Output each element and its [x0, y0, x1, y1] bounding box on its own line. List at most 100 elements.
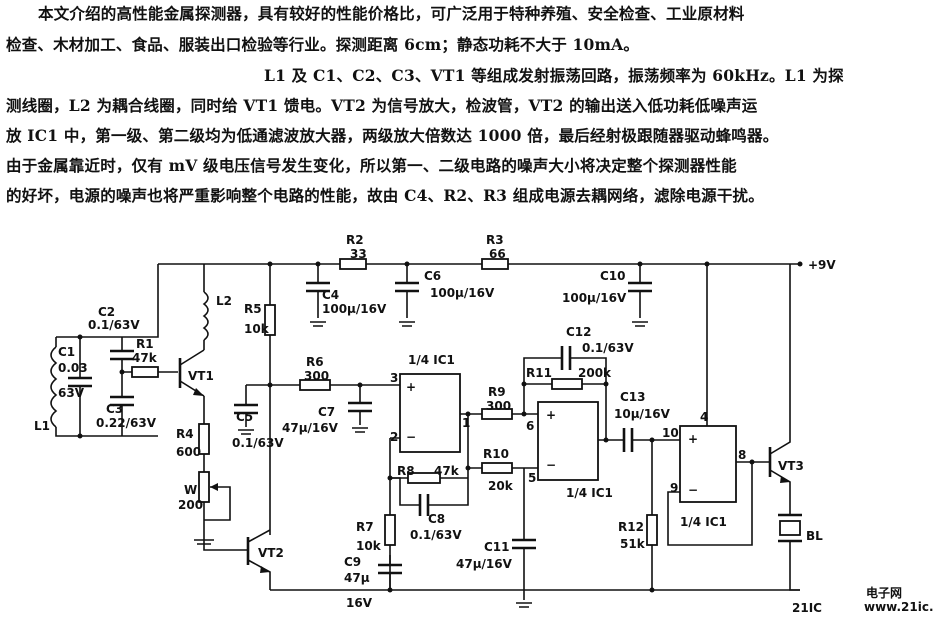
ic1b-label: 1/4 IC1 — [566, 486, 613, 500]
pin-9: 9 — [670, 481, 678, 495]
description-line-5: 放 IC1 中，第一级、第二级均为低通滤波放大器，两级放大倍数达 1000 倍，… — [6, 126, 779, 145]
buzzer-bl: BL — [778, 513, 823, 591]
c8-label: C8 — [428, 512, 445, 526]
l1-label: L1 — [34, 419, 50, 433]
r2-label: R2 — [346, 233, 364, 247]
vcc-label: +9V — [808, 258, 836, 272]
pin-4: 4 — [700, 410, 708, 424]
description-line-2: 检查、木材加工、食品、服装出口检验等行业。探测距离 6cm；静态功耗不大于 10… — [6, 35, 640, 54]
c12-value: 0.1/63V — [582, 341, 634, 355]
r11-label: R11 — [526, 366, 552, 380]
site-watermark: 21IC 电子网 www.21ic.com — [792, 585, 933, 615]
c12-label: C12 — [566, 325, 592, 339]
minus-sign: − — [406, 430, 416, 444]
c4-value: 100μ/16V — [322, 302, 387, 316]
opamp-ic1-stage1: + − 1/4 IC1 3 2 1 R8 47k C8 0.1/63V — [387, 353, 471, 590]
pin-2: 2 — [390, 430, 398, 444]
pin-6: 6 — [526, 419, 534, 433]
r3-label: R3 — [486, 233, 504, 247]
c10-label: C10 — [600, 269, 626, 283]
minus-sign-2: − — [546, 458, 556, 472]
ic1c-label: 1/4 IC1 — [680, 515, 727, 529]
plus-sign: + — [406, 380, 416, 394]
pin-8: 8 — [738, 448, 746, 462]
ic1a-label: 1/4 IC1 — [408, 353, 455, 367]
r6-value: 300 — [304, 369, 329, 383]
r7-label: R7 — [356, 520, 374, 534]
c9-voltage: 16V — [346, 596, 373, 610]
r4-value: 600 — [176, 445, 201, 459]
description-line-3: L1 及 C1、C2、C3、VT1 等组成发射振荡回路，振荡频率为 60kHz。… — [264, 66, 844, 85]
vt2-label: VT2 — [258, 546, 284, 560]
c1-label: C1 — [58, 345, 75, 359]
r2-value: 33 — [350, 247, 367, 261]
c7-label: C7 — [318, 405, 335, 419]
pin-5: 5 — [528, 471, 536, 485]
r9-value: 300 — [486, 399, 511, 413]
resistor-r3: R3 66 — [481, 233, 509, 270]
transistor-vt3: VT3 — [768, 264, 804, 515]
c11-label: C11 — [484, 540, 510, 554]
c3-label: C3 — [106, 402, 123, 416]
description-line-1: 本文介绍的高性能金属探测器，具有较好的性能价格比，可广泛用于特种养殖、安全检查、… — [38, 4, 745, 23]
resistor-r4-pot-w: R4 600 W 200 — [176, 396, 231, 545]
transistor-vt2: VT2 — [203, 529, 284, 590]
r6-label: R6 — [306, 355, 324, 369]
capacitor-c10: C10 100μ/16V — [562, 264, 652, 327]
r1-label: R1 — [136, 337, 154, 351]
c6-value: 100μ/16V — [430, 286, 495, 300]
resistor-r5: R5 10k — [244, 261, 276, 535]
r8-label: R8 — [397, 464, 415, 478]
w-value: 200 — [178, 498, 203, 512]
c10-value: 100μ/16V — [562, 291, 627, 305]
vt3-label: VT3 — [778, 459, 804, 473]
bl-label: BL — [806, 529, 823, 543]
r10-label: R10 — [483, 447, 509, 461]
r5-label: R5 — [244, 302, 262, 316]
c2-value: 0.1/63V — [88, 318, 140, 332]
resistor-r2: R2 33 — [339, 233, 367, 270]
c2-label: C2 — [98, 305, 115, 319]
c6-label: C6 — [424, 269, 441, 283]
r5-value: 10k — [244, 322, 270, 336]
l2-label: L2 — [216, 294, 232, 308]
description-line-7: 的好坏，电源的噪声也将严重影响整个电路的性能，故由 C4、R2、R3 组成电源去… — [6, 186, 764, 205]
watermark-logo: 21IC — [792, 601, 822, 615]
transistor-vt1: VT1 — [178, 349, 214, 397]
inductor-l2: L2 — [202, 264, 232, 350]
capacitor-c4: C4 100μ/16V — [306, 264, 387, 327]
r9-label: R9 — [488, 385, 506, 399]
vt1-label: VT1 — [188, 369, 214, 383]
opamp-ic1-stage3: + − 10 4 9 8 1/4 IC1 R12 51k — [618, 264, 770, 590]
c7-value: 47μ/16V — [282, 421, 339, 435]
watermark-url: www.21ic.com — [864, 600, 933, 614]
c5-value: 0.1/63V — [232, 436, 284, 450]
c5-label: C5 — [236, 410, 253, 424]
r10-value: 20k — [488, 479, 514, 493]
c11-value: 47μ/16V — [456, 557, 513, 571]
resistor-r7-capacitor-c9: R7 10k C9 47μ 16V — [344, 514, 402, 610]
r11-value: 200k — [578, 366, 612, 380]
plus-sign-2: + — [546, 408, 556, 422]
r12-value: 51k — [620, 537, 646, 551]
c9-value: 47μ — [344, 571, 370, 585]
pin-3: 3 — [390, 371, 398, 385]
r3-value: 66 — [489, 247, 506, 261]
r8-value: 47k — [434, 464, 460, 478]
c1-value: 0.03 — [58, 361, 88, 375]
filter-r6-c5-c7: R6 300 C5 0.1/63V C7 47μ/16V — [232, 355, 400, 450]
plus-sign-3: + — [688, 432, 698, 446]
c9-label: C9 — [344, 555, 361, 569]
description-line-4: 测线圈，L2 为耦合线圈，同时给 VT1 馈电。VT2 为信号放大，检波管，VT… — [6, 96, 758, 115]
r1-value: 47k — [132, 351, 158, 365]
supply-rail: +9V — [158, 258, 836, 272]
description-line-6: 由于金属靠近时，仅有 mV 级电压信号发生变化，所以第一、二级电路的噪声大小将决… — [6, 156, 737, 175]
c13-value: 10μ/16V — [614, 407, 671, 421]
r4-label: R4 — [176, 427, 194, 441]
c8-value: 0.1/63V — [410, 528, 462, 542]
capacitor-c13: C13 10μ/16V — [614, 390, 671, 452]
pin-10: 10 — [662, 426, 679, 440]
minus-sign-3: − — [688, 483, 698, 497]
watermark-name: 电子网 — [866, 585, 902, 600]
